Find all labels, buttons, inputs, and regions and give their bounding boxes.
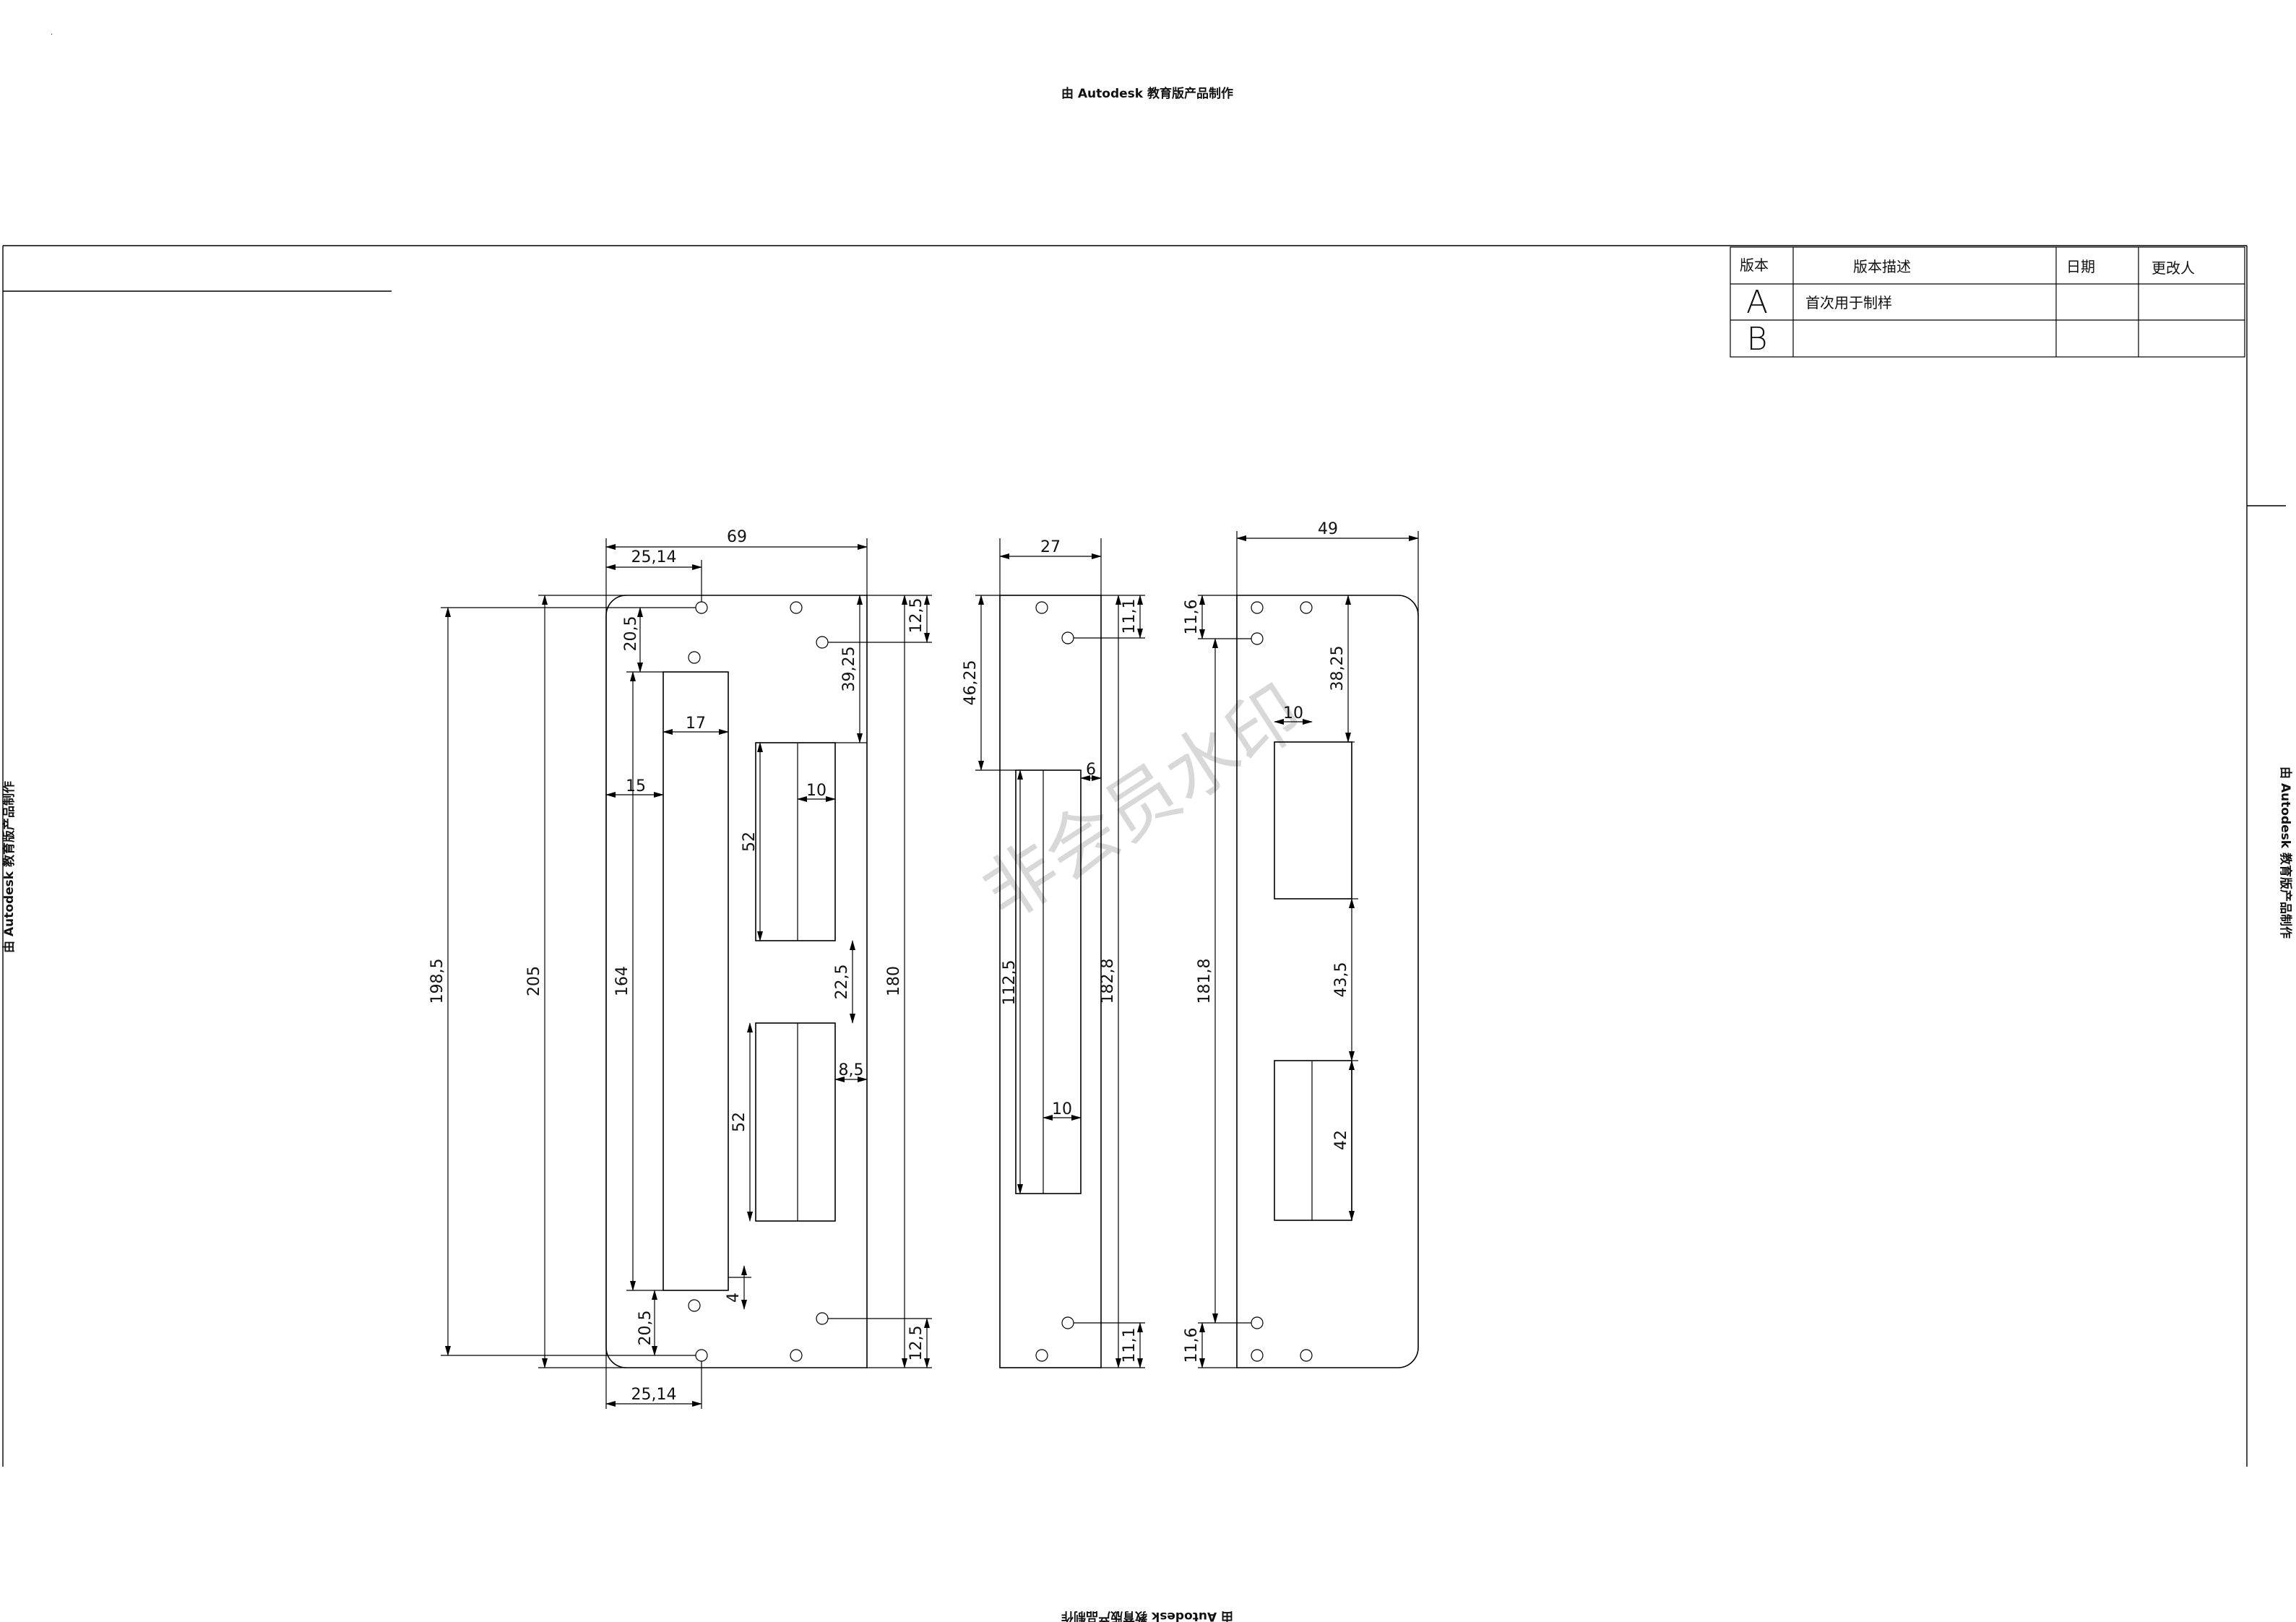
plate3-dim-height: 181,8 [1196, 959, 1214, 1004]
plate3-dim-width-total: 49 [1318, 520, 1338, 538]
plate1-dim-width-total: 69 [727, 528, 747, 546]
plate1-dim-slot-left: 15 [626, 777, 646, 795]
table-row-b-version: B [1747, 321, 1768, 358]
plate1-dim-top-hole-gap: 20,5 [622, 616, 640, 652]
plate1-dim-hole-offset-top: 25,14 [631, 548, 677, 566]
plate1-dim-height-outer: 198,5 [428, 959, 446, 1004]
table-row-a-description: 首次用于制样 [1805, 294, 1892, 311]
table-header-date: 日期 [2066, 258, 2095, 275]
plate3-dim-window-gap: 43,5 [1332, 962, 1350, 998]
plate1-dim-slot-width: 17 [686, 715, 706, 733]
plate2-dim-height: 182,8 [1099, 959, 1117, 1004]
revision-table: 版本 版本描述 日期 更改人 A 首次用于制样 B [1730, 246, 2245, 358]
plate1-dim-slot-height: 164 [613, 966, 631, 996]
watermark-left: 由 Autodesk 教育版产品制作 [1, 781, 17, 953]
plate1-dim-right-upper: 39,25 [840, 647, 858, 692]
plate1-dim-right-top: 12,5 [907, 598, 925, 634]
plate2-dim-slot-width: 10 [1052, 1100, 1072, 1118]
plate2-dim-slot-right: 6 [1086, 761, 1096, 779]
plate1-dim-height-total: 205 [525, 966, 543, 996]
plate1-dim-window1-height: 52 [741, 832, 759, 852]
plate2-dim-hole-top: 11,1 [1121, 599, 1139, 634]
table-header-author: 更改人 [2152, 259, 2195, 277]
plate3-dim-window2-height: 42 [1332, 1130, 1350, 1150]
plate1-dim-window-right: 8,5 [839, 1061, 864, 1079]
plate1-dim-window2-height: 52 [730, 1112, 748, 1132]
plate3-dim-window-width: 10 [1283, 704, 1303, 722]
plate1-dim-right-height: 180 [885, 966, 903, 996]
corner-dot: . [51, 29, 53, 37]
table-header-description: 版本描述 [1853, 258, 1911, 275]
plate1-dim-bottom-hole-gap: 20,5 [636, 1311, 655, 1346]
table-row-a-version: A [1746, 284, 1768, 321]
plate2-dim-slot-height: 112,5 [1001, 960, 1019, 1006]
plate-1-view: 69 25,14 25,14 198,5 205 164 20,5 20,5 1… [428, 528, 932, 1409]
plate1-dim-window-width: 10 [806, 782, 827, 800]
plate1-dim-hole-offset-bottom: 25,14 [631, 1386, 677, 1404]
plate1-dim-window-gap: 22,5 [833, 965, 851, 1000]
watermark-right: 由 Autodesk 教育版产品制作 [2278, 767, 2293, 939]
plate3-dim-top-offset: 38,25 [1329, 646, 1347, 691]
drawing-frame [2, 245, 2286, 1467]
plate1-dim-slot-bottom-gap: 4 [725, 1293, 743, 1303]
plate2-dim-width-total: 27 [1040, 538, 1061, 556]
plate1-dim-right-bottom: 12,5 [907, 1326, 925, 1361]
plate2-dim-top-offset: 46,25 [962, 660, 980, 706]
watermark-bottom: 由 Autodesk 教育版产品制作 [1061, 1609, 1233, 1622]
plate3-dim-hole-top: 11,6 [1183, 600, 1201, 635]
plate2-dim-hole-bottom: 11,1 [1121, 1328, 1139, 1363]
plate-3-view: 49 11,6 11,6 38,25 10 181,8 43,5 42 [1183, 520, 1419, 1368]
table-header-version: 版本 [1740, 256, 1769, 274]
plate-2-view: 27 46,25 11,1 11,1 6 112,5 10 182,8 [962, 538, 1145, 1368]
watermark-top: 由 Autodesk 教育版产品制作 [1061, 86, 1233, 101]
plate3-dim-hole-bottom: 11,6 [1183, 1328, 1201, 1363]
